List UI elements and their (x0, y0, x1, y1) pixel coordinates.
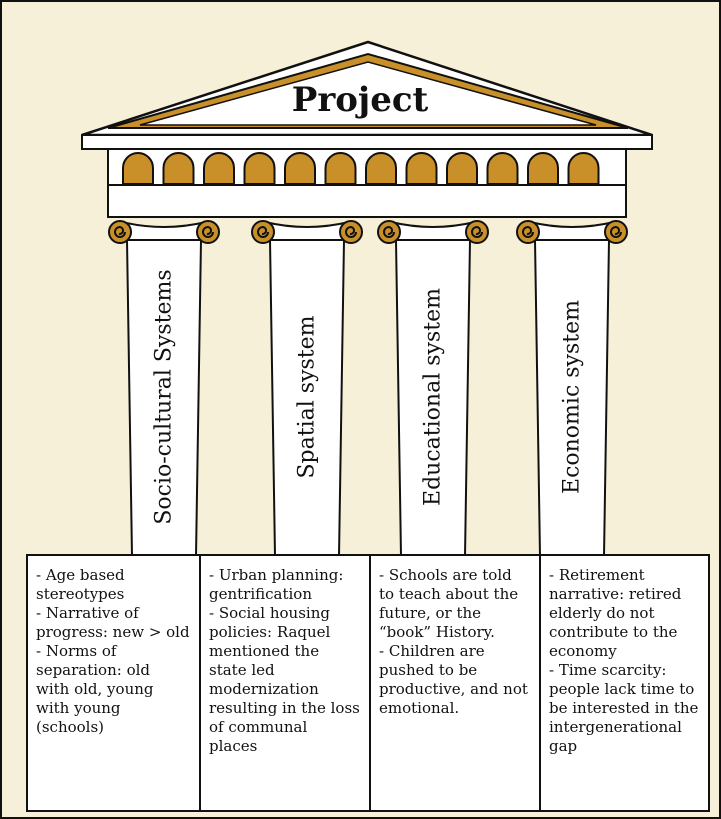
pillar-text-socio-cultural: - Age based stereotypes - Narrative of p… (36, 566, 190, 736)
pillar-capital-educational (389, 220, 477, 241)
pillar-text-spatial: - Urban planning: gentrification - Socia… (209, 566, 360, 755)
volute-scroll (604, 220, 628, 244)
frieze-arch (243, 152, 276, 185)
roof-tympanum (139, 61, 597, 126)
frieze-arch (486, 152, 519, 185)
pillar-text-economic: - Retirement narrative: retired elderly … (549, 566, 699, 755)
frieze-arch (527, 152, 559, 185)
volute-scroll (377, 220, 401, 244)
frieze-arch (405, 152, 438, 185)
frieze-arch (203, 152, 235, 185)
frieze-arch (567, 152, 600, 185)
frieze-arch (446, 152, 478, 185)
frieze-arch (284, 152, 316, 185)
pillar-capital-economic (528, 220, 616, 241)
pillar-box-economic: - Retirement narrative: retired elderly … (539, 554, 710, 812)
volute-scroll (251, 220, 275, 244)
frieze-arch (162, 152, 195, 185)
pillar-box-educational: - Schools are told to teach about the fu… (369, 554, 541, 812)
volute-scroll (196, 220, 220, 244)
pillar-box-socio-cultural: - Age based stereotypes - Narrative of p… (26, 554, 201, 812)
pillar-text-educational: - Schools are told to teach about the fu… (379, 566, 528, 717)
volute-scroll (465, 220, 489, 244)
roof-base-band (81, 134, 653, 150)
frieze-arch (122, 152, 154, 185)
pillars (108, 220, 628, 557)
frieze-arches (122, 152, 600, 185)
volute-scroll (339, 220, 363, 244)
pillar-capital-spatial (263, 220, 351, 241)
frieze-arch (324, 152, 357, 185)
roof-title: Project (291, 80, 429, 120)
architrave (107, 184, 627, 218)
volute-scroll (108, 220, 132, 244)
volute-scroll (516, 220, 540, 244)
pillar-box-spatial: - Urban planning: gentrification - Socia… (199, 554, 371, 812)
pillar-capital-socio-cultural (120, 220, 208, 241)
frieze-arch (365, 152, 397, 185)
